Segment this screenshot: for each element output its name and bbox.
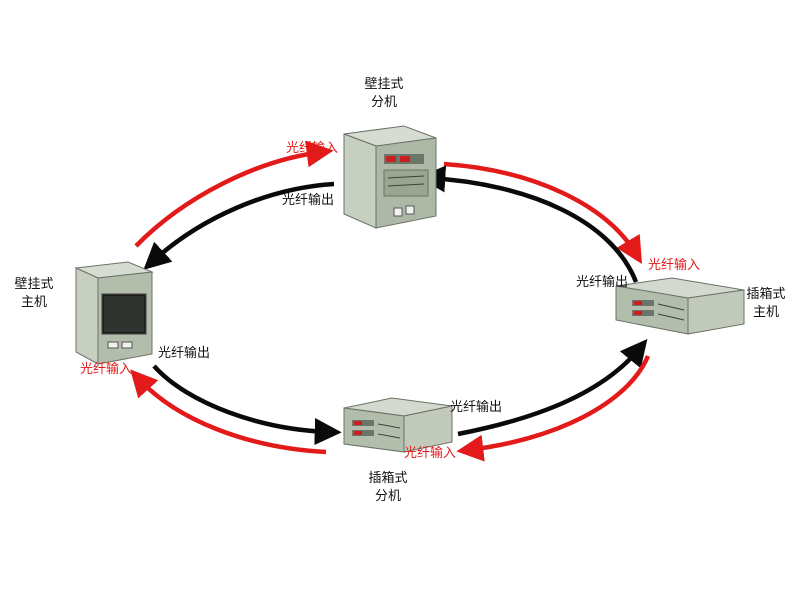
fiber-input-label-rack-slave: 光纤输入 bbox=[404, 446, 457, 461]
red-arrow-master-to-wallslave bbox=[134, 140, 334, 248]
black-arrow-wallslave-to-master bbox=[143, 181, 335, 270]
fiber-output-label-wall-slave: 光纤输出 bbox=[282, 193, 335, 208]
rack-slave-name-line2: 分机 bbox=[374, 489, 401, 504]
rack-slave-name-line1: 插箱式 bbox=[368, 471, 408, 486]
red-arrow-rackslave-to-master bbox=[130, 369, 327, 455]
wall-slave-name: 壁挂式 分机 bbox=[356, 76, 412, 112]
rack-master-name-line1: 插箱式 bbox=[746, 287, 786, 302]
rack-master-name: 插箱式 主机 bbox=[738, 286, 794, 322]
rack-master-device bbox=[615, 277, 745, 335]
fiber-input-label-wall-master: 光纤输入 bbox=[80, 362, 133, 377]
black-arrow-rackmaster-to-wallslave bbox=[418, 165, 639, 283]
wall-master-name: 壁挂式 主机 bbox=[6, 276, 62, 312]
rack-master-name-line2: 主机 bbox=[752, 305, 779, 320]
red-arrow-rackmaster-to-rackslave bbox=[456, 355, 651, 462]
rack-slave-device bbox=[343, 397, 453, 453]
fiber-output-label-rack-master: 光纤输出 bbox=[576, 275, 629, 290]
fiber-output-label-rack-slave: 光纤输出 bbox=[450, 400, 503, 415]
wall-slave-name-line1: 壁挂式 bbox=[364, 77, 404, 92]
wall-slave-name-line2: 分机 bbox=[370, 95, 397, 110]
fiber-output-label-wall-master: 光纤输出 bbox=[158, 346, 211, 361]
black-arrow-master-to-rackslave bbox=[152, 364, 342, 446]
fiber-input-label-rack-master: 光纤输入 bbox=[648, 258, 701, 273]
wall-master-name-line1: 壁挂式 bbox=[14, 277, 54, 292]
wall-slave-device bbox=[343, 125, 437, 229]
fiber-input-label-wall-slave: 光纤输入 bbox=[286, 141, 339, 156]
wall-master-name-line2: 主机 bbox=[20, 295, 47, 310]
wall-master-device bbox=[74, 261, 154, 365]
red-arrow-wallslave-to-rackmaster bbox=[443, 161, 643, 265]
black-arrow-rackslave-to-rackmaster bbox=[457, 338, 648, 437]
rack-slave-name: 插箱式 分机 bbox=[360, 470, 416, 506]
